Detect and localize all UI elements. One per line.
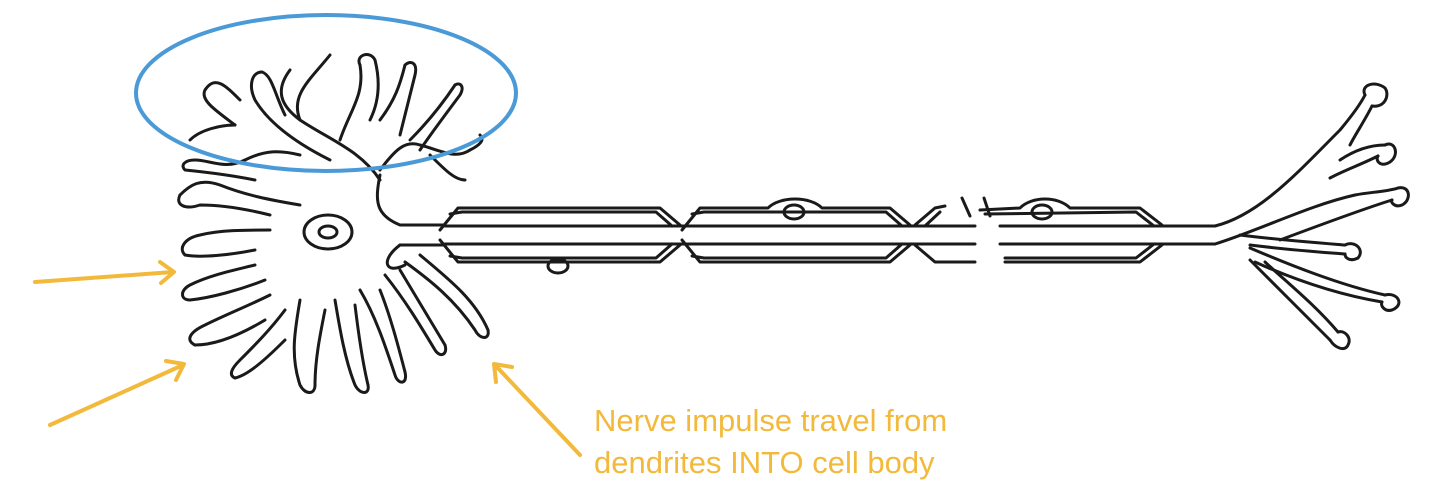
impulse-caption: Nerve impulse travel from dendrites INTO… bbox=[594, 400, 1014, 484]
dendrites-lower bbox=[292, 253, 490, 394]
axon-break bbox=[960, 196, 992, 218]
dendrites bbox=[181, 53, 484, 182]
axon-terminals bbox=[1213, 82, 1410, 351]
caption-line-1: Nerve impulse travel from bbox=[594, 403, 948, 438]
cell-body bbox=[375, 173, 447, 270]
myelin-sheath bbox=[438, 197, 1164, 264]
impulse-arrows bbox=[33, 260, 582, 457]
schwann-cell-nuclei bbox=[546, 203, 1054, 275]
axon bbox=[443, 224, 1217, 246]
arrow-left-lower bbox=[48, 359, 186, 427]
dendrite-highlight-ellipse bbox=[134, 13, 518, 173]
caption-line-2: dendrites INTO cell body bbox=[594, 445, 935, 480]
nucleus bbox=[302, 213, 354, 251]
arrow-bottom-right bbox=[492, 362, 582, 457]
dendrites-left bbox=[177, 180, 302, 380]
arrow-left-upper bbox=[33, 260, 176, 285]
